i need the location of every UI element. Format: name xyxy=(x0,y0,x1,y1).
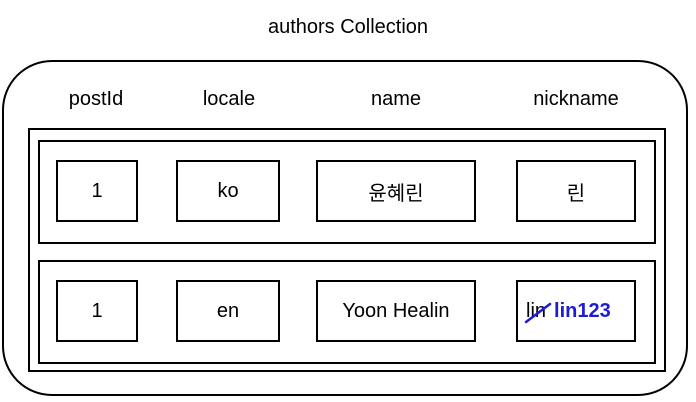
doc2-postid-cell: 1 xyxy=(56,280,138,342)
doc2-nickname-new: lin123 xyxy=(554,299,611,322)
header-name: name xyxy=(370,88,422,110)
doc2-nickname-old-text: lin xyxy=(526,299,547,322)
document-row-1 xyxy=(38,140,656,244)
collection-container xyxy=(2,60,688,396)
document-row-2 xyxy=(38,260,656,364)
header-postid: postId xyxy=(68,88,124,110)
doc1-locale-value: ko xyxy=(217,179,239,202)
doc2-locale-value: en xyxy=(216,299,240,322)
doc2-nickname-cell: lin lin123 xyxy=(516,280,636,342)
doc2-name-value: Yoon Healin xyxy=(342,299,450,322)
doc1-nickname-value: 린 xyxy=(566,182,586,205)
header-nickname: nickname xyxy=(533,88,619,110)
doc2-locale-cell: en xyxy=(176,280,280,342)
doc2-nickname-old: lin xyxy=(524,299,552,323)
collection-title: authors Collection xyxy=(267,16,429,38)
doc1-locale-cell: ko xyxy=(176,160,280,222)
doc2-name-cell: Yoon Healin xyxy=(316,280,476,342)
doc2-postid-value: 1 xyxy=(91,299,103,322)
doc1-name-value: 윤혜린 xyxy=(368,182,424,205)
documents-list xyxy=(28,128,666,372)
doc1-postid-value: 1 xyxy=(91,179,103,202)
doc1-name-cell: 윤혜린 xyxy=(316,160,476,222)
doc1-postid-cell: 1 xyxy=(56,160,138,222)
header-locale: locale xyxy=(202,88,256,110)
doc1-nickname-cell: 린 xyxy=(516,160,636,222)
